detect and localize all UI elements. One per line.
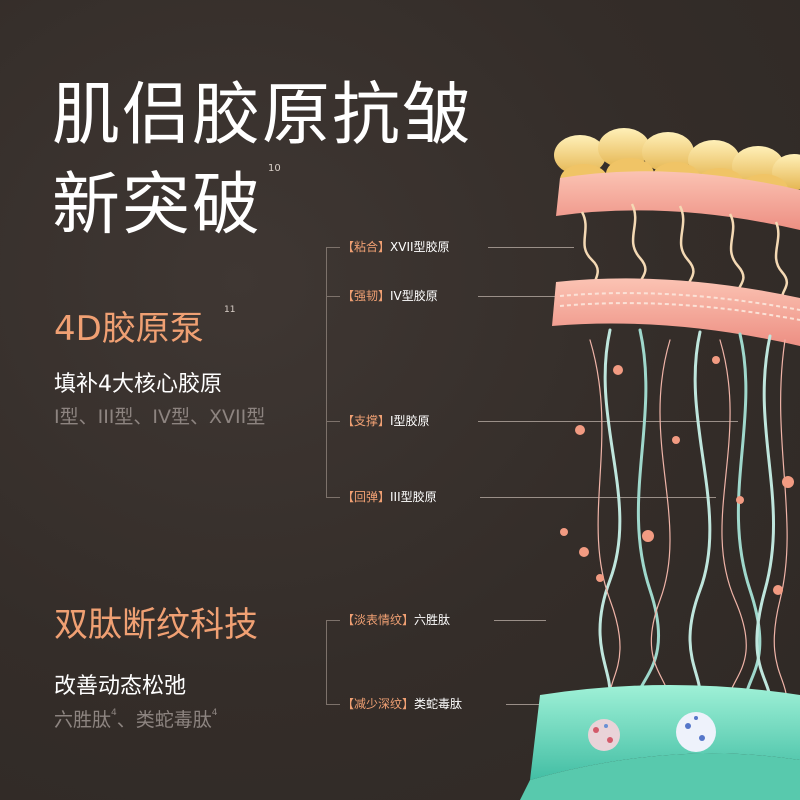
peptide-detail-b-footnote: 4	[211, 708, 218, 718]
headline-line-1: 肌侣胶原抗皱	[52, 76, 473, 155]
peptide-section-title: 双肽断纹科技	[54, 605, 258, 645]
bracket-tick	[326, 421, 340, 422]
peptide-section-main: 改善动态松弛	[54, 674, 187, 699]
label-iii-collagen: 【回弹】III型胶原	[342, 491, 437, 503]
headline-footnote: 10	[268, 163, 281, 174]
label-text: 类蛇毒肽	[414, 697, 463, 711]
collagen-section-title: 4D胶原泵	[54, 309, 204, 349]
collagen-section-detail: I型、III型、IV型、XVII型	[54, 406, 266, 428]
collagen-bracket	[326, 247, 327, 497]
bracket-tick	[326, 497, 340, 498]
peptide-detail-b: 类蛇毒肽	[135, 709, 212, 731]
leader-line	[480, 497, 716, 498]
leader-line	[488, 247, 574, 248]
collagen-section-footnote: 11	[224, 305, 236, 315]
peptide-detail-a-footnote: 4	[111, 708, 117, 718]
label-tag: 【强韧】	[342, 289, 391, 303]
label-tag: 【粘合】	[342, 240, 391, 254]
label-xvii-collagen: 【粘合】XVII型胶原	[342, 241, 450, 253]
skin-layers-illustration	[520, 128, 800, 800]
label-text: XVII型胶原	[390, 240, 450, 254]
collagen-section-main: 填补4大核心胶原	[54, 372, 222, 397]
label-i-collagen: 【支撑】I型胶原	[342, 415, 430, 427]
bracket-tick	[326, 247, 340, 248]
peptide-detail-separator: 、	[116, 709, 136, 731]
label-tag: 【淡表情纹】	[342, 613, 415, 627]
deep-layer	[530, 685, 800, 780]
epidermis-layer	[556, 171, 800, 230]
label-snake-venom-peptide: 【减少深纹】类蛇毒肽	[342, 698, 462, 710]
label-text: III型胶原	[390, 490, 437, 504]
label-text: 六胜肽	[414, 613, 451, 627]
leader-line	[478, 296, 558, 297]
label-text: IV型胶原	[390, 289, 438, 303]
bracket-tick	[326, 296, 340, 297]
label-text: I型胶原	[390, 414, 430, 428]
label-tag: 【减少深纹】	[342, 697, 415, 711]
label-tag: 【支撑】	[342, 414, 391, 428]
bracket-tick	[326, 704, 340, 705]
collagen-particles	[560, 356, 794, 734]
label-tag: 【回弹】	[342, 490, 391, 504]
label-hexapeptide: 【淡表情纹】六胜肽	[342, 614, 450, 626]
bracket-tick	[326, 620, 340, 621]
label-iv-collagen: 【强韧】IV型胶原	[342, 290, 438, 302]
headline-line-2: 新突破	[52, 166, 263, 245]
leader-line	[494, 620, 546, 621]
dermis-fibers	[589, 328, 788, 722]
peptide-bracket	[326, 620, 327, 704]
basement-membrane	[552, 278, 800, 346]
peptide-section-detail: 六胜肽4、类蛇毒肽4	[54, 708, 218, 731]
peptide-molecules	[588, 712, 716, 752]
peptide-detail-a: 六胜肽	[54, 709, 112, 731]
